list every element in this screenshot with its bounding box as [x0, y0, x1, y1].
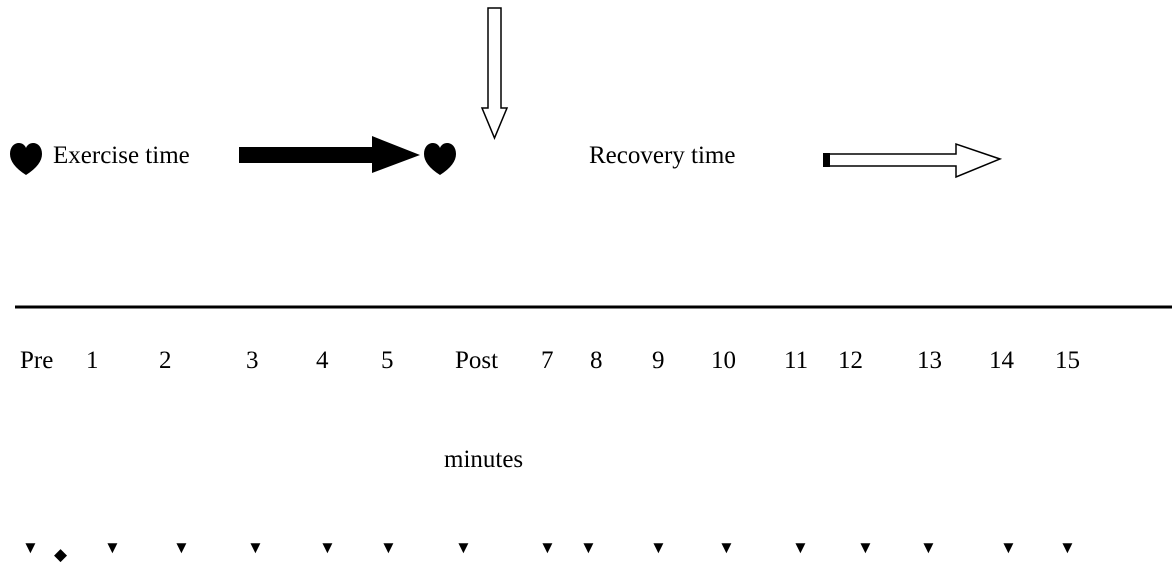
tick-label: 15 [1055, 347, 1080, 374]
exercise-time-label: Exercise time [53, 142, 190, 169]
diamond-marker-icon: ◆ [54, 545, 68, 564]
tick-label: 10 [711, 347, 736, 374]
triangle-marker-icon: ▼ [319, 538, 336, 557]
outline-arrow-icon [823, 142, 1003, 179]
axis-unit-label: minutes [444, 446, 524, 473]
triangle-marker-icon: ▼ [247, 538, 264, 557]
tick-label: Post [455, 347, 499, 374]
recovery-time-label: Recovery time [589, 142, 736, 169]
triangle-marker-icon: ▼ [539, 538, 556, 557]
tick-label: 4 [316, 347, 329, 374]
down-arrow-icon [480, 7, 509, 140]
tick-label: 11 [784, 347, 809, 374]
triangle-marker-icon: ▼ [580, 538, 597, 557]
triangle-marker-icon: ▼ [792, 538, 809, 557]
tick-label: 12 [838, 347, 863, 374]
triangle-marker-icon: ▼ [455, 538, 472, 557]
heart-icon [424, 143, 456, 175]
tick-label: 14 [989, 347, 1014, 374]
tick-label: 9 [652, 347, 665, 374]
tick-label: 13 [917, 347, 942, 374]
triangle-marker-icon: ▼ [22, 538, 39, 557]
tick-label: 2 [159, 347, 172, 374]
triangle-marker-icon: ▼ [920, 538, 937, 557]
triangle-marker-icon: ▼ [173, 538, 190, 557]
triangle-marker-icon: ▼ [1059, 538, 1076, 557]
triangle-marker-icon: ▼ [718, 538, 735, 557]
triangle-marker-icon: ▼ [857, 538, 874, 557]
triangle-marker-icon: ▼ [104, 538, 121, 557]
tick-label: 8 [590, 347, 603, 374]
triangle-marker-icon: ▼ [380, 538, 397, 557]
triangle-marker-icon: ▼ [650, 538, 667, 557]
filled-arrow-icon [239, 136, 420, 173]
tick-label: 1 [86, 347, 99, 374]
tick-label: Pre [20, 347, 54, 374]
triangle-marker-icon: ▼ [1000, 538, 1017, 557]
tick-label: 3 [246, 347, 259, 374]
heart-icon [10, 143, 42, 175]
tick-label: 5 [381, 347, 394, 374]
tick-label: 7 [541, 347, 554, 374]
